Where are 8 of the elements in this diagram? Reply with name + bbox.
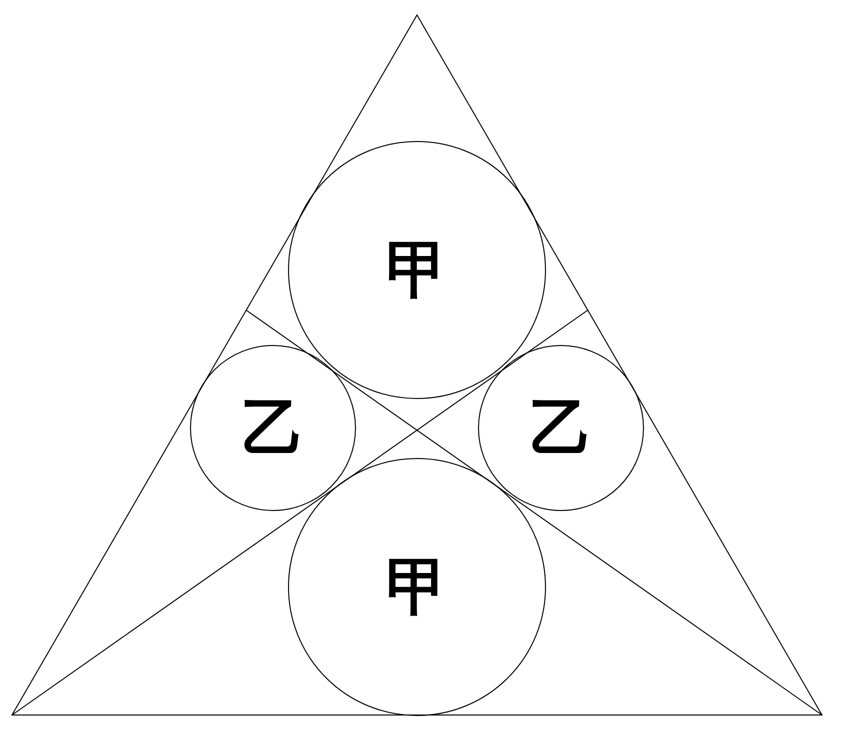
circle — [288, 141, 546, 399]
circle-label: 乙 — [242, 397, 304, 459]
circle — [190, 345, 356, 511]
circle — [288, 458, 546, 716]
circle-label: 甲 — [386, 556, 448, 618]
circle-label: 乙 — [530, 397, 592, 459]
circle — [478, 345, 644, 511]
circle-label: 甲 — [386, 239, 448, 301]
